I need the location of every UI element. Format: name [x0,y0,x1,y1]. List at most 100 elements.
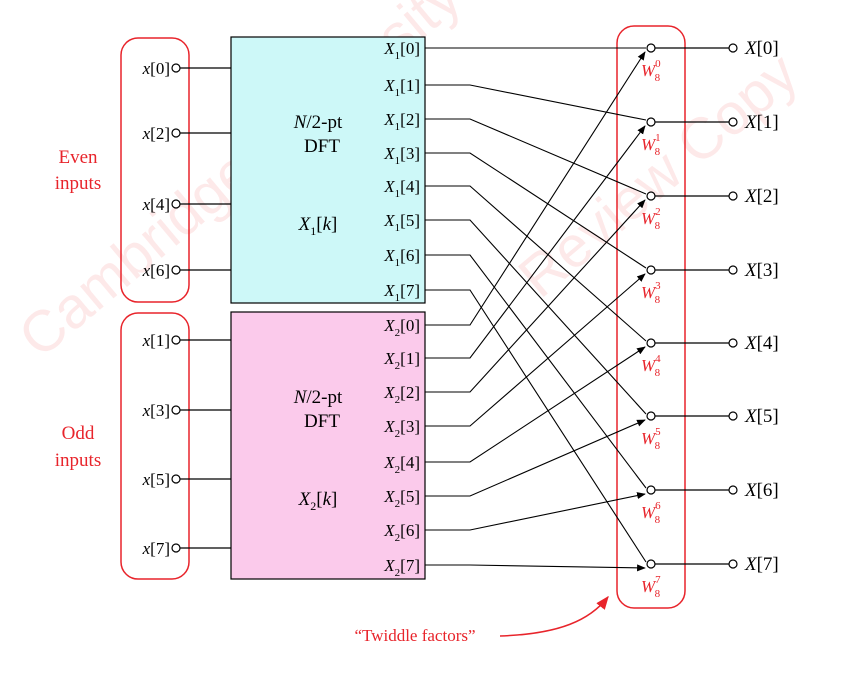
input-label: x[3] [142,401,170,420]
wire-dft1 [425,152,647,269]
odd-label-line1: Odd [62,423,95,444]
output-label: X[4] [744,333,779,354]
output-label: X[2] [744,186,779,207]
butterfly-wires [425,47,647,572]
dft2-title-line1: N/2-pt [293,387,343,408]
output-label: X[0] [744,38,779,59]
output-node [728,485,738,495]
dft-port-label: X1[5] [383,211,420,234]
output-label: X[1] [744,112,779,133]
summing-node [646,191,656,201]
dft2-title-line2: DFT [304,411,340,432]
even-label-line2: inputs [55,173,101,194]
dft-port-label: X2[3] [383,417,420,440]
output-label: X[3] [744,260,779,281]
odd-label-line2: inputs [55,450,101,471]
dft2-title-n: N [293,387,308,408]
dft1-output-label: X1[k] [298,214,338,238]
output-label: X[5] [744,406,779,427]
dft-port-label: X2[4] [383,453,420,476]
dft2-output-label: X2[k] [298,489,338,513]
wire-dft2 [425,51,646,326]
input-node [171,128,181,138]
wire-dft2 [425,419,646,497]
twiddle-annotation: “Twiddle factors” [354,626,475,645]
input-node [171,543,181,553]
input-label: x[1] [142,331,170,350]
dft-port-label: X1[1] [383,76,420,99]
input-nodes: x[0] x[2] x[4] x[6] x[1] x[3] x[5] x[7] [142,59,231,558]
dft2-title-rest: /2-pt [306,387,343,408]
wire-dft2 [425,346,646,463]
summing-node [646,485,656,495]
input-label: x[2] [142,124,170,143]
output-node [728,191,738,201]
output-node [728,411,738,421]
output-node [728,43,738,53]
dft-port-label: X1[0] [383,39,420,62]
wire-dft1 [425,185,647,342]
dft1-title-rest: /2-pt [306,112,343,133]
wire-dft2 [425,564,646,572]
twiddle-factors-group [616,25,686,609]
dft1-title-line1: N/2-pt [293,112,343,133]
input-node [171,63,181,73]
dft-port-label: X1[2] [383,110,420,133]
dft-port-label: X1[3] [383,144,420,167]
output-node [728,338,738,348]
summing-node [646,43,656,53]
output-node [728,559,738,569]
wire-dft2 [425,125,646,359]
summing-node [646,338,656,348]
output-label: X[6] [744,480,779,501]
input-label: x[6] [142,261,170,280]
dft1-block [230,36,426,304]
summing-node [646,265,656,275]
summing-node [646,117,656,127]
output-label: X[7] [744,554,779,575]
wire-dft2 [425,273,646,427]
dft-port-label: X1[6] [383,246,420,269]
input-label: x[4] [142,195,170,214]
input-node [171,199,181,209]
wire-dft1 [425,219,647,415]
output-node [728,265,738,275]
dft-port-label: X1[7] [383,281,420,304]
input-node [171,335,181,345]
input-node [171,474,181,484]
dft1-title-n: N [293,112,308,133]
dft-port-label: X2[0] [383,316,420,339]
input-label: x[5] [142,470,170,489]
wire-dft1 [425,84,647,121]
dft-port-label: X2[7] [383,556,420,579]
input-node [171,265,181,275]
dft-port-label: X2[2] [383,383,420,406]
dft2-block [230,311,426,580]
output-node [728,117,738,127]
summing-node [646,559,656,569]
twiddle-annotation-arrow [499,595,609,637]
dft-port-label: X2[5] [383,487,420,510]
even-inputs-group [120,37,190,303]
input-label: x[0] [142,59,170,78]
wire-dft1 [425,118,647,195]
dft-port-label: X1[4] [383,177,420,200]
input-label: x[7] [142,539,170,558]
output-nodes: X[0] X[1] X[2] X[3] X[4] X[5] X[6] X[7] [646,38,779,575]
input-node [171,405,181,415]
summing-node [646,411,656,421]
odd-inputs-group [120,312,190,580]
even-label-line1: Even [58,147,98,168]
wire-dft2 [425,199,646,393]
dft-port-label: X2[1] [383,349,420,372]
